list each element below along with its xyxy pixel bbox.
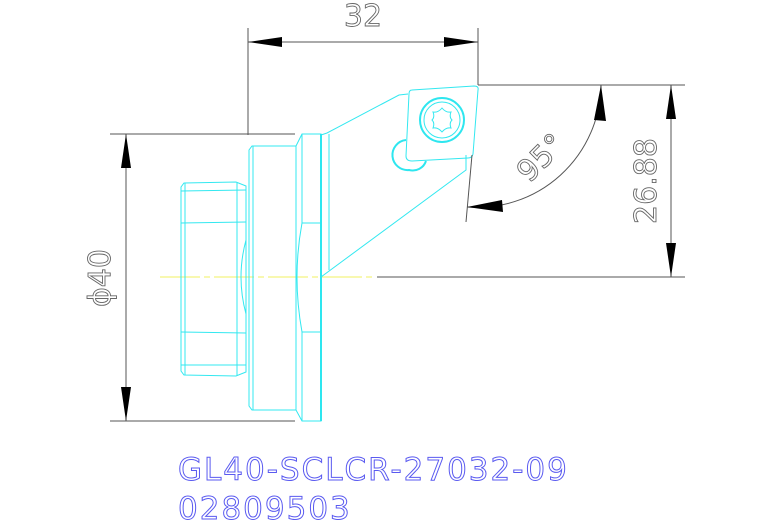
dimension-height-label: 26.88 xyxy=(629,138,664,224)
dimension-angle-label: 95° xyxy=(510,127,572,189)
clamp-screw xyxy=(419,97,465,143)
dimension-length-label: 32 xyxy=(344,0,382,34)
dimension-length: 32 xyxy=(247,0,479,135)
order-number: 02809503 xyxy=(178,491,352,523)
cutting-insert xyxy=(391,85,479,172)
dimension-diameter-label: ϕ40 xyxy=(83,249,118,307)
dimension-height: 26.88 xyxy=(478,84,685,277)
clamping-nut xyxy=(180,181,247,377)
tool-head xyxy=(320,93,467,278)
flange xyxy=(248,145,297,411)
part-number: GL40-SCLCR-27032-09 xyxy=(178,452,569,488)
torx-icon xyxy=(431,107,453,133)
shank-flange xyxy=(295,133,330,422)
dimension-diameter: ϕ40 xyxy=(83,133,295,422)
dimension-angle: 95° xyxy=(465,84,606,223)
